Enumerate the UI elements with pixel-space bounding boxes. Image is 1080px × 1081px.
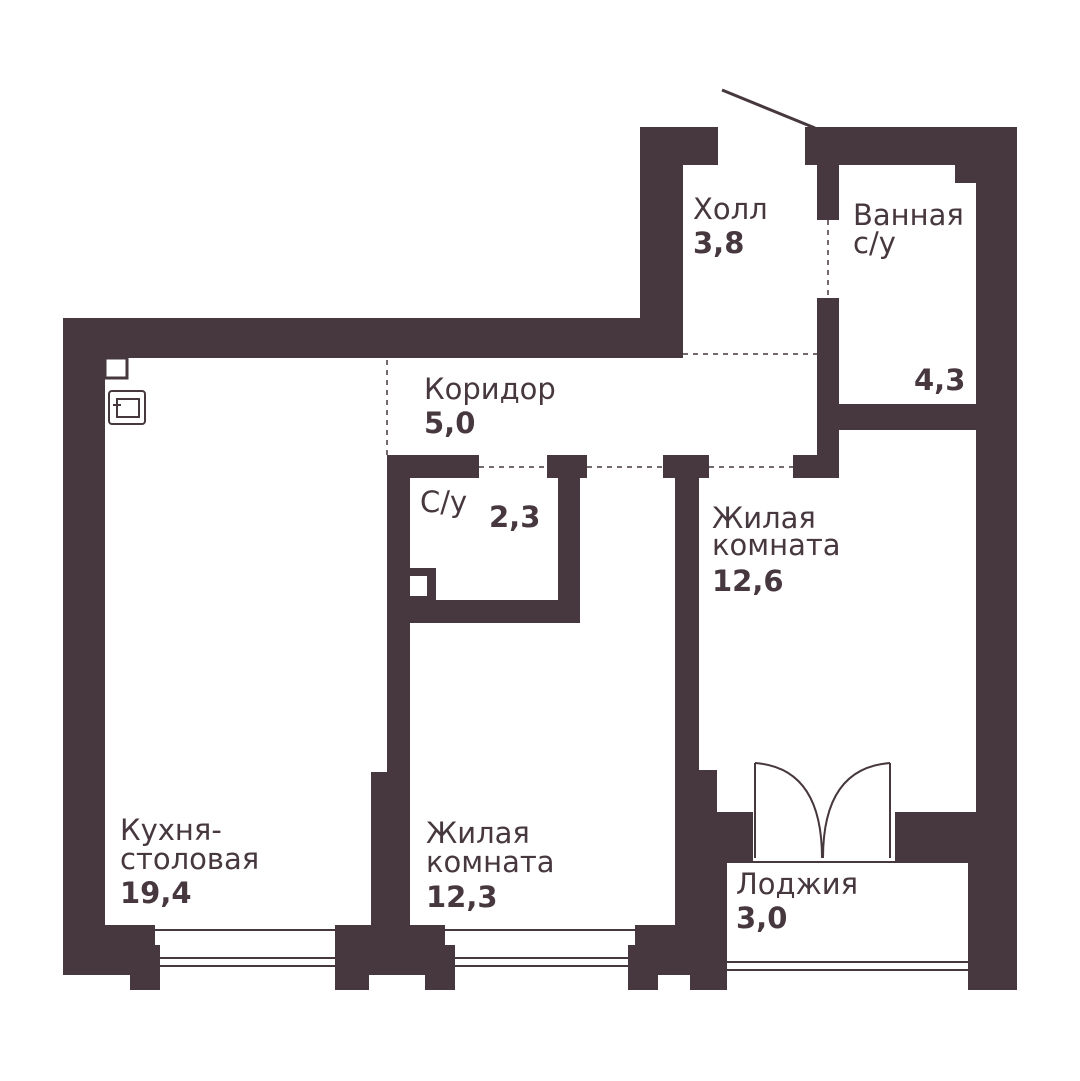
corridor-area: 5,0 [424,406,476,440]
walls [63,127,1017,990]
loggia-name: Лоджия [736,867,859,901]
bedroom-mid-area: 12,3 [426,880,498,914]
bedroom-mid-name: Жилая [426,816,530,850]
bedroom-right-name-2: комната [712,528,841,562]
bedroom-mid-name-2: комната [426,845,555,879]
kitchen-name-2: столовая [120,842,260,876]
sink-icon [108,390,146,425]
loggia-area: 3,0 [736,901,788,935]
bedroom-right-name: Жилая [712,501,816,535]
wc-area: 2,3 [489,500,541,534]
zone-lines [386,220,829,468]
kitchen-area: 19,4 [120,876,192,910]
windows [155,861,968,971]
bath-area: 4,3 [914,363,966,397]
vent-shaft [103,356,129,380]
hall-name: Холл [693,192,768,226]
bath-name: Ванная [853,198,964,232]
corridor-name: Коридор [424,372,556,406]
bedroom-right-area: 12,6 [712,564,784,598]
bath-name-2: с/у [853,226,896,260]
kitchen-name: Кухня- [120,813,222,847]
wc-shaft [410,576,427,596]
entrance-door [721,88,816,130]
wc-name: С/у [420,485,468,519]
loggia-doors [754,762,891,859]
hall-area: 3,8 [693,226,745,260]
